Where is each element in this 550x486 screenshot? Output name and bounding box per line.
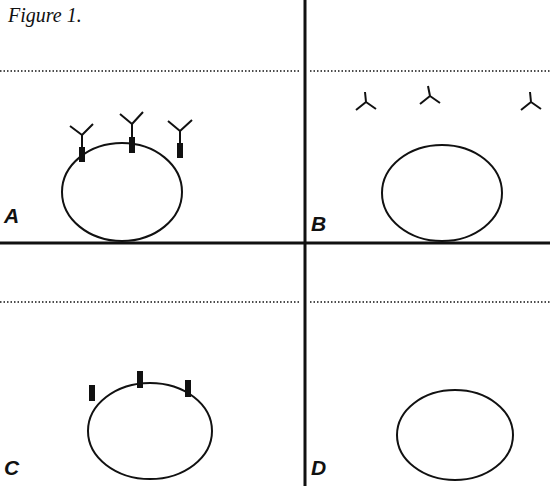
antibody bbox=[70, 124, 93, 147]
panel-label: B bbox=[311, 212, 326, 236]
figure-title-wrap: Figure 1. bbox=[8, 4, 82, 27]
dotted-line bbox=[0, 70, 300, 72]
divider-line bbox=[0, 242, 550, 245]
antibody bbox=[168, 120, 192, 143]
panel-label-wrap: A bbox=[4, 204, 19, 228]
dotted-line bbox=[310, 301, 550, 303]
antibody bbox=[521, 92, 541, 110]
antibody bbox=[420, 86, 440, 104]
panel-label: C bbox=[4, 456, 19, 480]
antibody bbox=[120, 112, 143, 137]
receptor bbox=[137, 371, 143, 388]
cell bbox=[382, 145, 502, 241]
cell bbox=[88, 383, 212, 479]
panel-label-wrap: B bbox=[311, 212, 326, 236]
dotted-line bbox=[0, 301, 300, 303]
receptor bbox=[177, 143, 183, 158]
antibody bbox=[356, 92, 376, 110]
panel-label: D bbox=[311, 456, 326, 480]
dotted-line bbox=[310, 70, 550, 72]
receptor bbox=[89, 385, 95, 401]
receptor bbox=[185, 380, 191, 397]
figure-title: Figure 1. bbox=[8, 4, 82, 27]
panel-label-wrap: C bbox=[4, 456, 19, 480]
receptor bbox=[79, 147, 85, 162]
panel-label-wrap: D bbox=[311, 456, 326, 480]
receptor bbox=[129, 137, 135, 153]
cell bbox=[62, 143, 182, 241]
panel-label: A bbox=[4, 204, 19, 228]
cell bbox=[397, 390, 513, 480]
